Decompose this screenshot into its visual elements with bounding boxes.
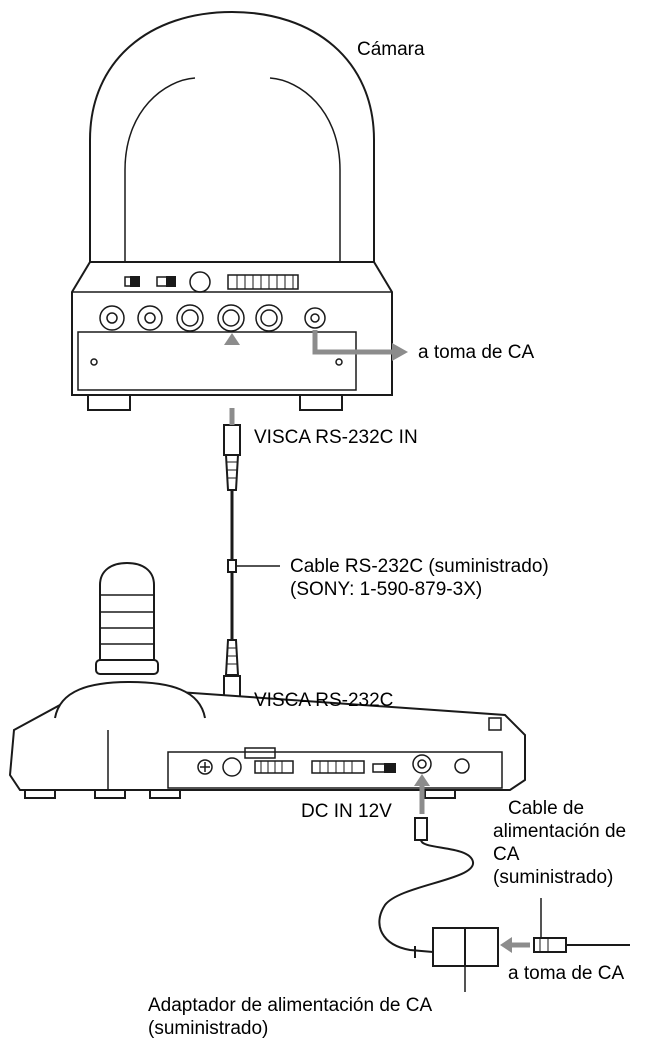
camera-foot-left: [87, 394, 131, 411]
camera-lower-panel: [77, 331, 357, 391]
controller-dc-in-jack: [412, 754, 432, 774]
camera-connectors: [99, 304, 326, 332]
dc-plug: [414, 817, 428, 841]
camera-foot-right: [299, 394, 343, 411]
controller-visca-port: [222, 757, 242, 777]
ac-adapter-cable: [378, 817, 499, 967]
cable-label-line2: (SONY: 1-590-879-3X): [290, 579, 483, 600]
camera-dome-inner-left: [124, 77, 196, 285]
adapter-label-line1: Adaptador de alimentación de CA: [148, 995, 433, 1016]
camera-label: Cámara: [357, 39, 425, 60]
camera-dome: [89, 10, 375, 285]
controller-illustration: [8, 561, 526, 799]
camera-ac-arrow: [312, 330, 408, 361]
power-cable-label-line4: (suministrado): [493, 867, 614, 888]
cable-label-line1: Cable RS-232C (suministrado): [290, 556, 549, 577]
dc-in-label: DC IN 12V: [301, 801, 392, 822]
power-cable-label-line1: Cable de: [508, 798, 585, 819]
visca-in-label: VISCA RS-232C IN: [254, 427, 418, 448]
power-cable-label-line3: CA: [493, 844, 520, 865]
joystick-base: [54, 680, 206, 719]
controller-round-button: [454, 758, 470, 774]
leader-lines: [236, 565, 542, 992]
controller-dip-switch-2: [311, 760, 365, 774]
ac-outlet-adapter-label: a toma de CA: [508, 963, 625, 984]
camera-illustration: [71, 10, 393, 411]
cable-connector-top: [223, 424, 241, 456]
camera-top-button: [189, 271, 211, 293]
controller-dip-switch-1: [254, 760, 294, 774]
rs232c-cable: [223, 424, 241, 711]
ac-power-cord: [533, 937, 630, 953]
controller-rear-panel: [167, 751, 503, 789]
camera-dome-inner-right: [269, 77, 341, 285]
controller-ground-screw: [197, 759, 213, 775]
ac-outlet-camera-label: a toma de CA: [418, 342, 535, 363]
power-cable-label-line2: alimentación de: [493, 821, 627, 842]
visca-controller-label: VISCA RS-232C: [254, 690, 394, 711]
adapter-label-line2: (suministrado): [148, 1018, 269, 1039]
camera-dip-switch: [227, 274, 299, 290]
joystick-collar: [95, 659, 159, 675]
